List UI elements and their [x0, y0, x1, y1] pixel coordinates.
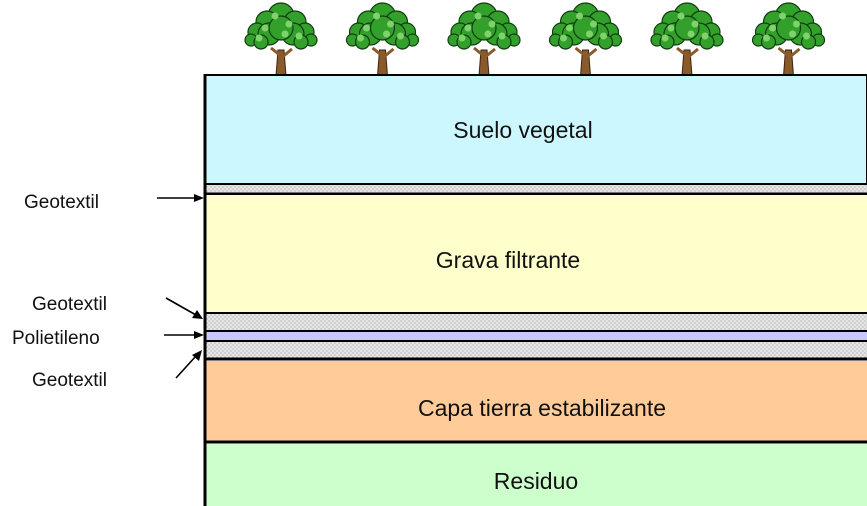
geotextil-top-label: Geotextil	[24, 192, 99, 213]
layer-stack	[203, 74, 867, 506]
waste-layer	[205, 444, 867, 506]
trees-row	[244, 2, 826, 77]
arrow-geotextil-top	[157, 194, 204, 202]
tree-icon	[548, 2, 623, 77]
geotextile-bottom-layer	[205, 342, 867, 358]
geotextile-top-layer	[205, 184, 867, 194]
waste-label: Residuo	[494, 468, 578, 494]
gravel-layer	[205, 195, 867, 313]
geotextil-bottom-label: Geotextil	[32, 370, 107, 391]
polyethylene-layer	[205, 332, 867, 341]
stabilizing-soil-layer	[205, 361, 867, 441]
tree-icon	[244, 2, 318, 77]
geotextil-middle-label: Geotextil	[32, 294, 107, 315]
tree-icon	[650, 2, 724, 77]
tree-icon	[751, 2, 826, 77]
tree-icon	[345, 2, 420, 77]
polietileno-label: Polietileno	[12, 328, 100, 349]
geotextile-middle-layer	[205, 314, 867, 331]
stabilizing-soil-label: Capa tierra estabilizante	[418, 395, 666, 421]
arrow-geotextil-middle	[165, 297, 203, 319]
topsoil-label: Suelo vegetal	[453, 117, 592, 143]
topsoil-layer	[204, 74, 867, 185]
arrow-polietileno	[164, 331, 204, 339]
tree-icon	[447, 2, 521, 77]
pointer-arrows	[157, 194, 204, 379]
gravel-label: Grava filtrante	[436, 247, 580, 273]
arrow-geotextil-bottom	[175, 350, 202, 379]
